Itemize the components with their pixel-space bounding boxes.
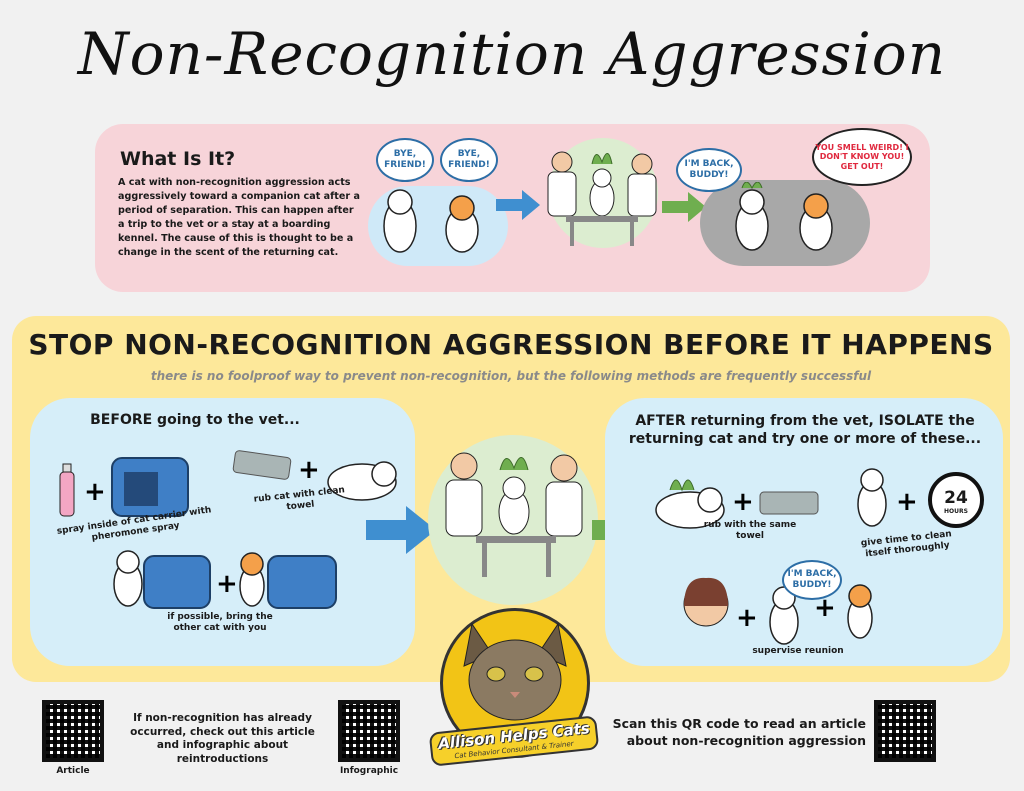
towel-cat-illustration: +	[232, 450, 397, 501]
page-title: Non-Recognition Aggression	[77, 20, 947, 88]
speech-bubble-back-reunion: I'M BACK, BUDDY!	[782, 560, 842, 600]
two-cats-illustration	[383, 189, 479, 253]
svg-text:+: +	[736, 603, 758, 633]
rub-same-towel-illustration: +	[655, 479, 819, 529]
prevention-subtitle: there is no foolproof way to prevent non…	[150, 369, 872, 383]
prevention-heading: STOP NON-RECOGNITION AGGRESSION BEFORE I…	[28, 328, 994, 361]
svg-text:+: +	[896, 487, 918, 517]
qr-code-non-recognition-article[interactable]	[874, 700, 936, 762]
speech-bubble-bye-1: BYE, FRIEND!	[376, 138, 434, 182]
before-vet-heading: BEFORE going to the vet...	[90, 412, 300, 428]
svg-text:+: +	[216, 569, 238, 599]
cat-face-logo-icon	[463, 622, 567, 721]
timer-unit: HOURS	[944, 508, 968, 515]
cat-grooming-timer-illustration: +	[857, 468, 984, 528]
svg-text:+: +	[298, 455, 320, 485]
speech-bubble-back: I'M BACK, BUDDY!	[676, 148, 742, 192]
timer-number: 24	[944, 488, 968, 508]
caption-supervise-reunion: supervise reunion	[752, 646, 844, 656]
caption-bring-other-cat: if possible, bring the other cat with yo…	[167, 612, 273, 634]
cats-fighting-illustration	[735, 182, 833, 251]
qr-article-label: Article	[56, 766, 90, 776]
after-vet-heading: AFTER returning from the vet, ISOLATE th…	[628, 413, 982, 448]
spray-carrier-illustration: +	[59, 457, 189, 517]
qr-code-infographic[interactable]	[338, 700, 400, 762]
vet-visit-illustration-large	[445, 452, 583, 577]
arrow-right-icon	[662, 192, 706, 222]
angry-cloud	[700, 180, 870, 266]
caption-rub-same-towel: rub with the same towel	[703, 520, 797, 542]
svg-text:+: +	[814, 593, 836, 623]
qr-code-article[interactable]	[42, 700, 104, 762]
what-is-it-heading: What Is It?	[120, 148, 236, 170]
before-vet-panel	[30, 398, 415, 666]
footer-right-text: Scan this QR code to read an article abo…	[612, 716, 866, 748]
after-vet-panel	[605, 398, 1003, 666]
speech-bubble-angry: YOU SMELL WEIRD! I DON'T KNOW YOU! GET O…	[812, 128, 912, 186]
supervise-reunion-illustration: + +	[683, 577, 873, 645]
arrow-right-icon	[366, 506, 436, 554]
bring-other-cat-illustration: +	[113, 550, 337, 609]
speech-bubble-bye-2: BYE, FRIEND!	[440, 138, 498, 182]
arrow-right-icon	[496, 190, 540, 220]
svg-text:+: +	[732, 487, 754, 517]
vet-visit-illustration	[547, 151, 657, 246]
what-is-it-body: A cat with non-recognition aggression ac…	[118, 177, 360, 258]
footer-left-text: If non-recognition has already occurred,…	[130, 712, 315, 765]
svg-text:+: +	[84, 477, 106, 507]
qr-infographic-label: Infographic	[339, 766, 399, 776]
